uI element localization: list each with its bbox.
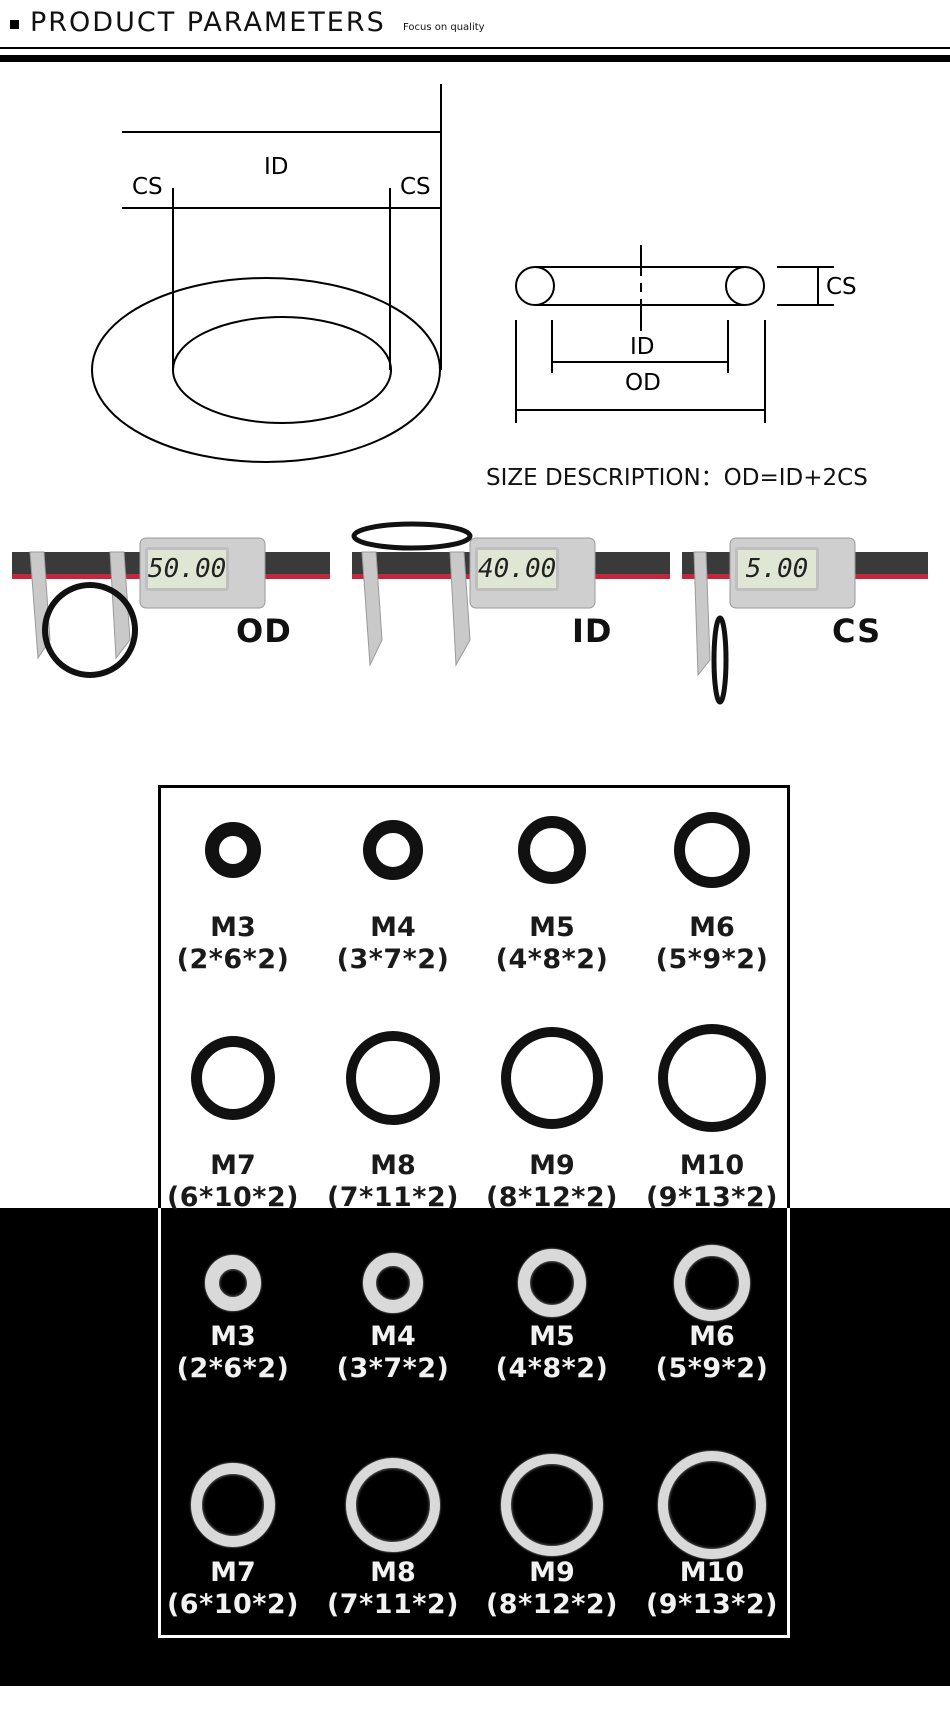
clear-dims-label: (5*9*2) <box>655 1353 769 1384</box>
black-model-label: M10 <box>679 1150 745 1181</box>
header-bullet-icon <box>10 20 19 29</box>
header-divider-thin <box>0 47 950 49</box>
black-dims-label: (7*11*2) <box>326 1182 460 1213</box>
clear-oring-icon <box>658 1451 766 1559</box>
black-dims-label: (5*9*2) <box>655 944 769 975</box>
black-oring-icon <box>205 822 261 878</box>
clear-dims-label: (7*11*2) <box>326 1589 460 1620</box>
clear-cell-m9: M9(8*12*2) <box>472 1454 632 1621</box>
black-dims-label: (3*7*2) <box>336 944 450 975</box>
clear-model-label: M4 <box>370 1321 416 1352</box>
clear-cell-m6: M6(5*9*2) <box>632 1245 792 1385</box>
clear-cell-m5: M5(4*8*2) <box>472 1249 632 1385</box>
clear-dims-label: (2*6*2) <box>176 1353 290 1384</box>
page-subtitle: Focus on quality <box>403 22 485 33</box>
black-dims-label: (9*13*2) <box>645 1182 779 1213</box>
black-oring-icon <box>501 1027 603 1129</box>
black-oring-icon <box>674 812 750 888</box>
clear-ring-size-panel <box>158 1208 790 1638</box>
black-model-label: M6 <box>689 912 735 943</box>
black-oring-icon <box>346 1031 440 1125</box>
front-cs-right-label: CS <box>400 174 431 200</box>
clear-cell-m4: M4(3*7*2) <box>313 1253 473 1385</box>
clear-model-label: M3 <box>210 1321 256 1352</box>
clear-model-label: M10 <box>679 1557 745 1588</box>
clear-dims-label: (6*10*2) <box>166 1589 300 1620</box>
clear-model-label: M7 <box>210 1557 256 1588</box>
header-divider-thick <box>0 55 950 62</box>
caliper-od: 50.00 OD <box>10 500 330 715</box>
black-cell-m8: M8(7*11*2) <box>313 1031 473 1214</box>
clear-oring-icon <box>363 1253 423 1313</box>
black-cell-m10: M10(9*13*2) <box>632 1024 792 1214</box>
black-cell-m7: M7(6*10*2) <box>153 1036 313 1214</box>
clear-model-label: M6 <box>689 1321 735 1352</box>
black-cell-m9: M9(8*12*2) <box>472 1027 632 1214</box>
clear-oring-icon <box>346 1458 440 1552</box>
black-model-label: M3 <box>210 912 256 943</box>
caliper-od-reading: 50.00 <box>145 547 229 591</box>
caliper-od-illustration <box>12 537 330 678</box>
clear-oring-icon <box>518 1249 586 1317</box>
black-cell-m4: M4(3*7*2) <box>313 820 473 976</box>
clear-dims-label: (8*12*2) <box>485 1589 619 1620</box>
clear-cell-m7: M7(6*10*2) <box>153 1463 313 1621</box>
caliper-id-illustration <box>351 521 670 667</box>
black-model-label: M9 <box>529 1150 575 1181</box>
black-oring-icon <box>658 1024 766 1132</box>
page-title: PRODUCT PARAMETERS <box>30 7 386 38</box>
black-model-label: M7 <box>210 1150 256 1181</box>
caliper-cs-reading: 5.00 <box>735 547 819 591</box>
front-id-label: ID <box>264 154 289 180</box>
oring-dimension-diagram: ID CS CS CS ID OD <box>0 70 950 490</box>
clear-cell-m8: M8(7*11*2) <box>313 1458 473 1621</box>
front-cs-left-label: CS <box>132 174 163 200</box>
size-description: SIZE DESCRIPTION：OD=ID+2CS <box>486 465 868 491</box>
black-dims-label: (6*10*2) <box>166 1182 300 1213</box>
side-cs-label: CS <box>826 274 857 300</box>
clear-dims-label: (3*7*2) <box>336 1353 450 1384</box>
clear-oring-icon <box>501 1454 603 1556</box>
black-model-label: M4 <box>370 912 416 943</box>
black-dims-label: (8*12*2) <box>485 1182 619 1213</box>
clear-oring-icon <box>205 1255 261 1311</box>
clear-oring-icon <box>191 1463 275 1547</box>
black-oring-icon <box>363 820 423 880</box>
caliper-id: 40.00 ID <box>350 500 670 715</box>
black-dims-label: (2*6*2) <box>176 944 290 975</box>
clear-dims-label: (4*8*2) <box>495 1353 609 1384</box>
clear-cell-m3: M3(2*6*2) <box>153 1255 313 1385</box>
page-header: PRODUCT PARAMETERS Focus on quality <box>0 0 950 64</box>
side-id-label: ID <box>630 334 655 360</box>
caliper-cs: 5.00 CS <box>680 500 950 715</box>
black-cell-m6: M6(5*9*2) <box>632 812 792 976</box>
black-oring-icon <box>191 1036 275 1120</box>
black-model-label: M5 <box>529 912 575 943</box>
black-cell-m3: M3(2*6*2) <box>153 822 313 976</box>
clear-model-label: M5 <box>529 1321 575 1352</box>
clear-model-label: M9 <box>529 1557 575 1588</box>
black-dims-label: (4*8*2) <box>495 944 609 975</box>
clear-oring-icon <box>674 1245 750 1321</box>
side-od-label: OD <box>625 370 661 396</box>
caliper-cs-label: CS <box>832 612 882 650</box>
clear-dims-label: (9*13*2) <box>645 1589 779 1620</box>
clear-model-label: M8 <box>370 1557 416 1588</box>
black-model-label: M8 <box>370 1150 416 1181</box>
black-cell-m5: M5(4*8*2) <box>472 816 632 976</box>
caliper-id-label: ID <box>572 612 613 650</box>
clear-cell-m10: M10(9*13*2) <box>632 1451 792 1621</box>
black-oring-icon <box>518 816 586 884</box>
dimension-drawing: ID CS CS CS ID OD <box>91 84 857 463</box>
caliper-cs-illustration <box>682 537 928 705</box>
caliper-id-reading: 40.00 <box>475 547 559 591</box>
caliper-od-label: OD <box>236 612 292 650</box>
